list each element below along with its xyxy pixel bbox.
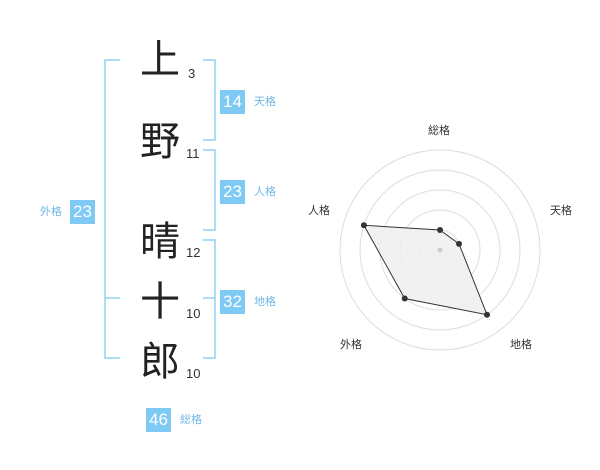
- radar-point-1: [437, 227, 443, 233]
- radar-axis-label-chikaku: 地格: [510, 338, 532, 351]
- radar-grid-ring: [339, 149, 541, 351]
- soukaku-value: 46: [146, 408, 171, 432]
- radar-grid-ring: [359, 169, 521, 331]
- radar-center: [437, 247, 443, 253]
- jinkaku-value: 23: [220, 180, 245, 204]
- name-char-4: 十: [140, 279, 180, 325]
- radar-axis-label-gaikaku: 外格: [340, 338, 362, 351]
- name-char-1: 上: [140, 37, 180, 83]
- stroke-count-5: 10: [186, 366, 201, 381]
- radar-point-5: [360, 222, 367, 229]
- jinkaku-bracket: [203, 149, 216, 231]
- radar-axis-label-jinkaku: 人格: [308, 204, 330, 217]
- radar-point-3: [484, 311, 491, 318]
- radar-point-4: [401, 295, 408, 302]
- radar-axis-label-soukaku: 総格: [428, 124, 450, 137]
- stroke-count-1: 3: [188, 66, 196, 81]
- tenkaku-bracket: [203, 59, 216, 141]
- chikaku-label: 地格: [254, 295, 276, 308]
- outer-bracket: [104, 59, 120, 359]
- jinkaku-label: 人格: [254, 185, 276, 198]
- gaikaku-value: 23: [70, 200, 95, 224]
- radar-point-2: [456, 240, 463, 247]
- stroke-count-3: 12: [186, 245, 201, 260]
- name-char-5: 郎: [140, 339, 180, 385]
- gaikaku-label: 外格: [40, 205, 62, 218]
- tenkaku-label: 天格: [254, 95, 276, 108]
- soukaku-label: 総格: [180, 413, 202, 426]
- name-char-2: 野: [140, 119, 180, 165]
- radar-polygon: [363, 224, 488, 316]
- tenkaku-value: 14: [220, 90, 245, 114]
- name-char-3: 晴: [140, 219, 180, 265]
- chikaku-bracket: [203, 239, 216, 359]
- chikaku-value: 32: [220, 290, 245, 314]
- stroke-count-2: 11: [186, 146, 200, 161]
- stroke-count-4: 10: [186, 306, 201, 321]
- radar-axis-label-tenkaku: 天格: [550, 204, 572, 217]
